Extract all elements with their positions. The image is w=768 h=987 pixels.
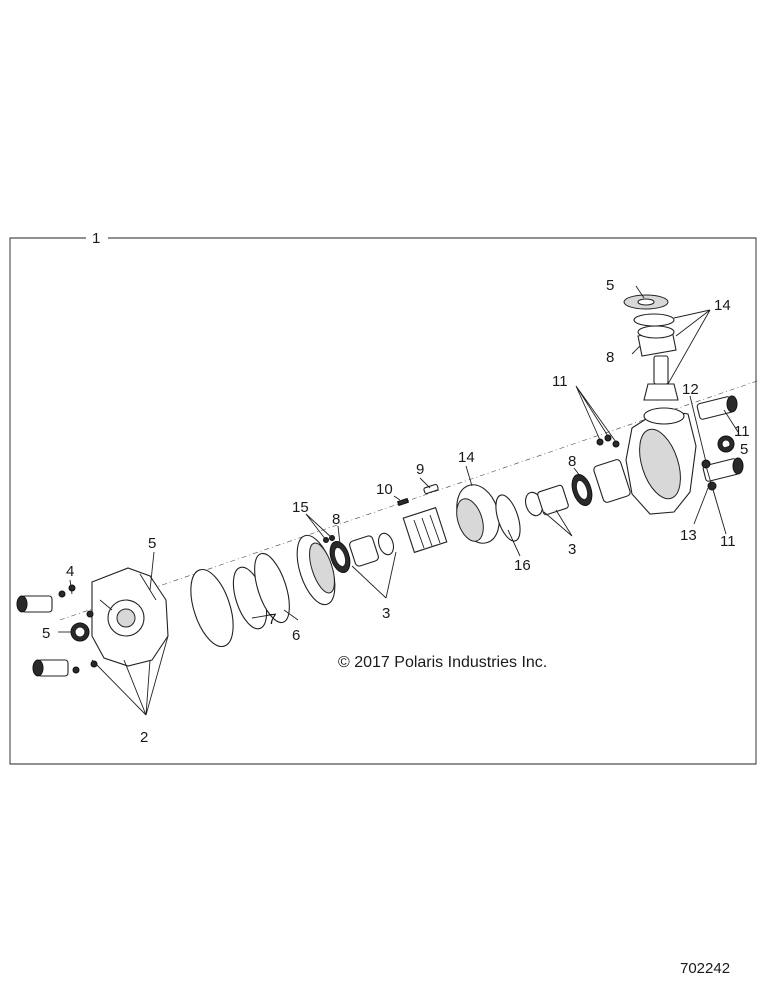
rollers	[396, 497, 410, 507]
left-cover-housing	[91, 567, 169, 667]
pinion-snap-ring	[633, 313, 675, 327]
callout-5-left-cover: 5	[148, 535, 156, 552]
callout-6: 6	[292, 627, 300, 644]
callout-8-left: 8	[332, 511, 340, 528]
callout-11-housing: 11	[552, 373, 568, 390]
ring-gear-o-ring	[495, 494, 521, 542]
callout-assembly: 1	[92, 230, 100, 247]
dowel-pin	[423, 483, 439, 495]
callout-14-pinion: 14	[714, 297, 731, 314]
callout-15: 15	[292, 499, 309, 516]
left-seal	[70, 622, 90, 642]
callout-5-right-seal: 5	[740, 441, 748, 458]
armature-plate	[296, 534, 336, 606]
callout-2: 2	[140, 729, 148, 746]
left-output-shaft-upper	[16, 595, 53, 613]
left-bolts	[58, 584, 98, 674]
right-output-shaft-upper	[696, 395, 738, 420]
callout-3-left: 3	[382, 605, 390, 622]
right-seal	[717, 435, 735, 453]
callout-5-left-seal: 5	[42, 625, 50, 642]
right-output-shaft-lower	[702, 457, 744, 482]
centerline	[59, 379, 761, 621]
callout-11-lower-shaft: 11	[720, 533, 736, 550]
callout-10: 10	[376, 481, 393, 498]
copyright-notice: © 2017 Polaris Industries Inc.	[338, 654, 547, 671]
ring-gear	[456, 484, 500, 544]
left-bearing	[349, 532, 395, 567]
bearing-sleeve	[593, 459, 631, 503]
callout-7: 7	[268, 611, 276, 628]
callout-12: 12	[682, 381, 699, 398]
right-main-housing	[625, 407, 697, 515]
pinion-seal	[623, 294, 669, 310]
roller-cage	[402, 506, 448, 554]
callout-8-pinion: 8	[606, 349, 614, 366]
pinion-bearing	[637, 325, 677, 357]
housing-bolts	[596, 434, 620, 448]
pinion-shaft	[643, 355, 679, 401]
leader-lines	[58, 285, 739, 716]
callout-8-right: 8	[568, 453, 576, 470]
figure-number: 702242	[680, 960, 730, 977]
shim-ring	[254, 552, 290, 624]
callout-14-ring-gear: 14	[458, 449, 475, 466]
o-ring-gasket	[190, 569, 234, 647]
right-bearing-cone	[524, 484, 569, 517]
right-bearing-seal	[571, 474, 593, 506]
left-bearing-seal	[329, 541, 351, 573]
callout-13: 13	[680, 527, 697, 544]
assembly-frame	[9, 237, 757, 765]
callout-4: 4	[66, 563, 74, 580]
callout-16: 16	[514, 557, 531, 574]
callout-3-right: 3	[568, 541, 576, 558]
left-output-shaft-lower	[32, 659, 69, 677]
callout-9: 9	[416, 461, 424, 478]
callout-11-upper-shaft: 11	[734, 423, 750, 440]
callout-5-pinion: 5	[606, 277, 614, 294]
